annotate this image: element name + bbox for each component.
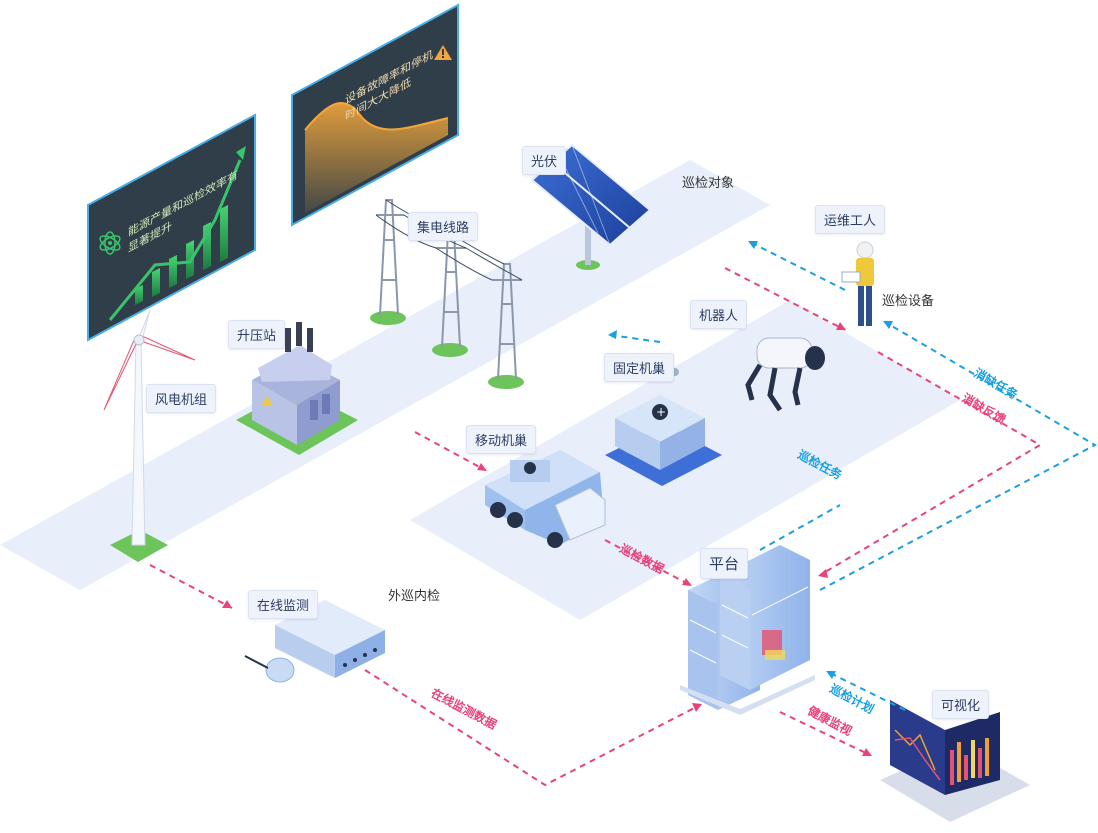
label-photovoltaic: 光伏 xyxy=(522,146,566,175)
label-wind-turbine: 风电机组 xyxy=(146,384,216,413)
label-robot: 机器人 xyxy=(690,300,747,329)
label-online-monitoring: 在线监测 xyxy=(248,590,318,619)
maintenance-worker xyxy=(842,242,874,326)
zone-outside-inside: 外巡内检 xyxy=(388,585,440,604)
label-fixed-nest: 固定机巢 xyxy=(604,353,674,382)
fault-screen xyxy=(292,5,458,225)
zone-inspection-objects: 巡检对象 xyxy=(682,172,734,191)
zone-inspection-devices: 巡检设备 xyxy=(882,290,934,309)
label-booster-station: 升压站 xyxy=(228,320,285,349)
label-power-line: 集电线路 xyxy=(408,212,478,241)
label-maintenance-worker: 运维工人 xyxy=(815,205,885,234)
label-mobile-nest: 移动机巢 xyxy=(466,425,536,454)
label-platform: 平台 xyxy=(700,548,748,579)
label-visualization: 可视化 xyxy=(932,690,989,719)
svg-text:+: + xyxy=(656,405,666,419)
